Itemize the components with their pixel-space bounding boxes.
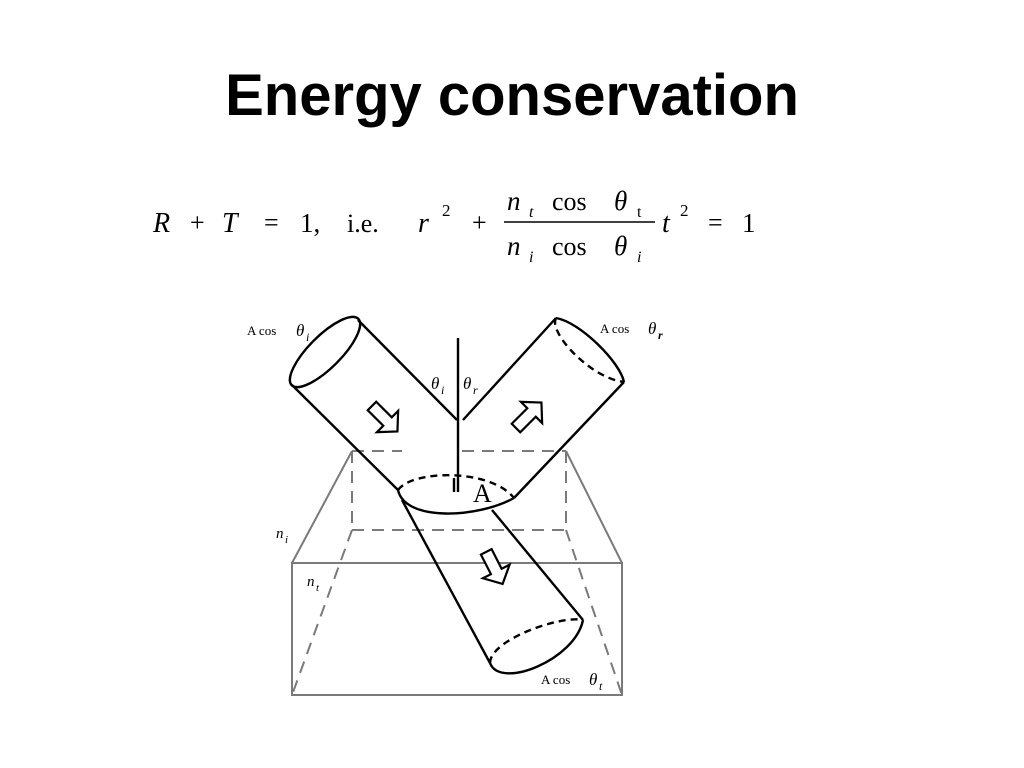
eq-num-theta-sub: t [637,204,642,221]
slab-left-top-edge [291,450,353,564]
energy-equation: R + T = 1, i.e. r 2 + n t cos θ t n i co… [152,186,756,266]
incident-area-label: A cos [247,323,276,338]
n-i-label: n [276,526,284,542]
eq-num-theta: θ [614,186,627,216]
transmitted-direction-arrow [479,547,512,586]
incident-direction-arrow [366,400,400,434]
reflected-beam-end-front [553,317,625,384]
incident-beam-upper-edge [357,319,458,421]
eq-den-n: n [507,231,521,261]
reflected-area-theta: θ [648,319,656,338]
eq-den-n-sub: i [529,249,533,266]
eq-t-exponent: 2 [680,201,689,220]
transmitted-beam-left-edge [400,499,492,664]
incident-beam-lower-edge [291,384,399,491]
theta-r-label: θ [463,374,471,393]
eq-den-theta-sub: i [637,249,641,266]
eq-equals-1: = [264,208,279,237]
transmitted-area-label: A cos [541,672,570,687]
slide-title: Energy conservation [225,63,799,128]
reflected-area-sub: r [658,328,663,342]
n-t-sub: t [316,582,320,594]
eq-den-theta: θ [614,231,627,261]
incident-area-theta: θ [296,321,304,340]
eq-R: R [152,208,170,239]
slab-front-face [291,562,623,696]
incident-area-sub: i [306,330,309,344]
eq-T: T [222,208,240,239]
transmitted-beam-end-front [488,619,585,675]
eq-den-cos: cos [552,232,587,261]
transmitted-beam-end-back [488,618,584,664]
transmitted-area-sub: t [599,679,603,693]
n-i-sub: i [285,534,288,546]
eq-equals-2: = [708,208,723,237]
eq-num-cos: cos [552,187,587,216]
eq-one-1: 1, [300,208,320,238]
eq-num-n: n [507,186,521,216]
eq-plus-2: + [472,208,487,237]
reflected-area-label: A cos [600,321,629,336]
eq-ie: i.e. [347,209,379,238]
reflected-beam-end-back [555,316,626,383]
n-t-label: n [307,574,315,590]
eq-plus-1: + [190,208,205,237]
slab-hidden-left [291,529,353,696]
eq-one-2: 1 [742,208,756,238]
theta-i-sub: i [441,383,444,397]
eq-r: r [418,208,429,239]
slab-right-top-edge [565,450,623,564]
reflected-direction-arrow [510,400,544,434]
reflected-beam-right-edge [513,381,625,499]
reflected-beam-left-edge [462,317,557,421]
eq-num-n-sub: t [529,204,534,221]
transmitted-beam-right-edge [491,509,584,621]
interface-area-front [396,489,515,515]
area-label: A [473,479,492,508]
transmitted-area-theta: θ [589,670,597,689]
eq-t: t [662,208,671,239]
eq-r-exponent: 2 [442,201,451,220]
theta-r-sub: r [473,383,478,397]
theta-i-label: θ [431,374,439,393]
interface-area-back [397,474,515,499]
slab-hidden-right [565,529,623,696]
incident-beam-end [288,315,362,389]
